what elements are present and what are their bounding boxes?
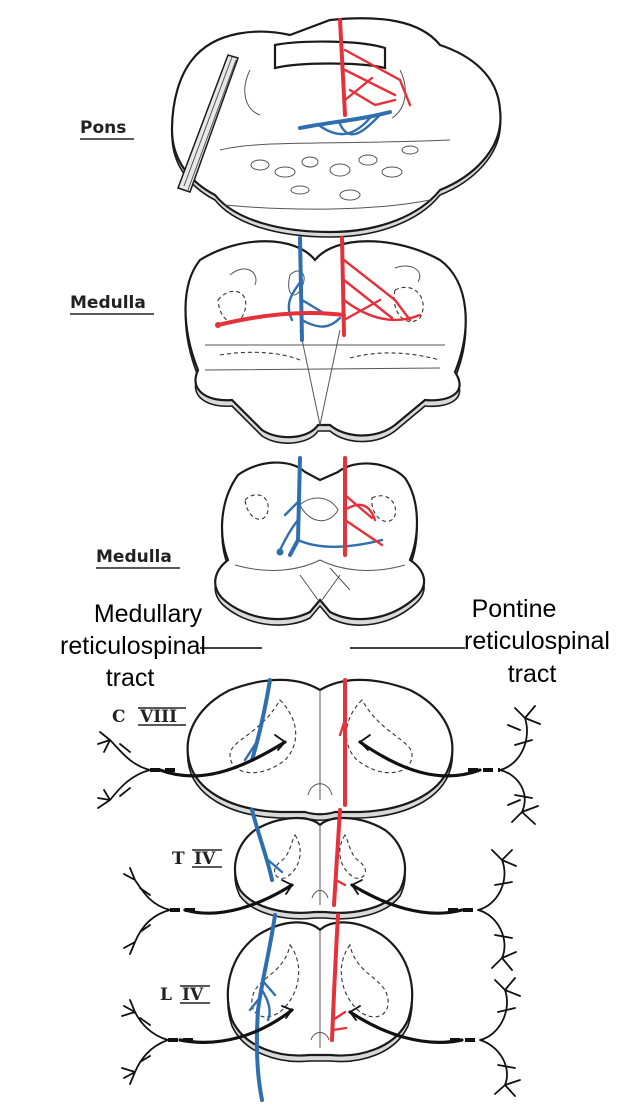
t4-left-sensory-neuron: [123, 867, 171, 955]
label-medulla-upper: Medulla: [70, 293, 146, 313]
label-l-numeral: IV: [182, 985, 204, 1005]
pons-section: [170, 17, 502, 238]
pontine-tract-label: Pontine reticulospinal tract: [350, 595, 610, 688]
label-t-letter: T: [172, 849, 185, 869]
thoracic-t4-section: [123, 808, 517, 971]
medulla-upper-section: [184, 236, 467, 444]
t4-right-sensory-neuron: [477, 849, 517, 971]
label-medulla-lower: Medulla: [96, 547, 172, 567]
medullary-tract-label: Medullary reticulospinal tract: [60, 600, 262, 692]
medullary-label-line-2: reticulospinal: [60, 632, 206, 660]
l4-right-sensory-neuron: [479, 977, 521, 1097]
c8-left-sensory-neuron: [97, 731, 151, 809]
cervical-c8-section: [97, 678, 541, 825]
label-pons: Pons: [80, 118, 126, 138]
label-c-letter: C: [112, 707, 126, 727]
label-c-numeral: VIII: [139, 707, 177, 727]
label-l-letter: L: [160, 985, 172, 1005]
pons-transverse-fibers: [219, 139, 451, 210]
c8-right-sensory-neuron: [499, 705, 541, 825]
medulla-lower-section: [214, 456, 426, 626]
lumbar-l4-section: [121, 913, 521, 1102]
l4-left-sensory-neuron: [121, 999, 169, 1085]
label-t-numeral: IV: [194, 849, 216, 869]
pontine-label-line-2: reticulospinal: [464, 627, 610, 655]
pons-nerve-root: [177, 54, 239, 193]
pontine-label-line-1: Pontine: [472, 595, 557, 623]
medullary-label-line-3: tract: [106, 664, 155, 692]
medullary-label-line-1: Medullary: [94, 600, 203, 628]
pontine-label-line-3: tract: [508, 660, 557, 688]
